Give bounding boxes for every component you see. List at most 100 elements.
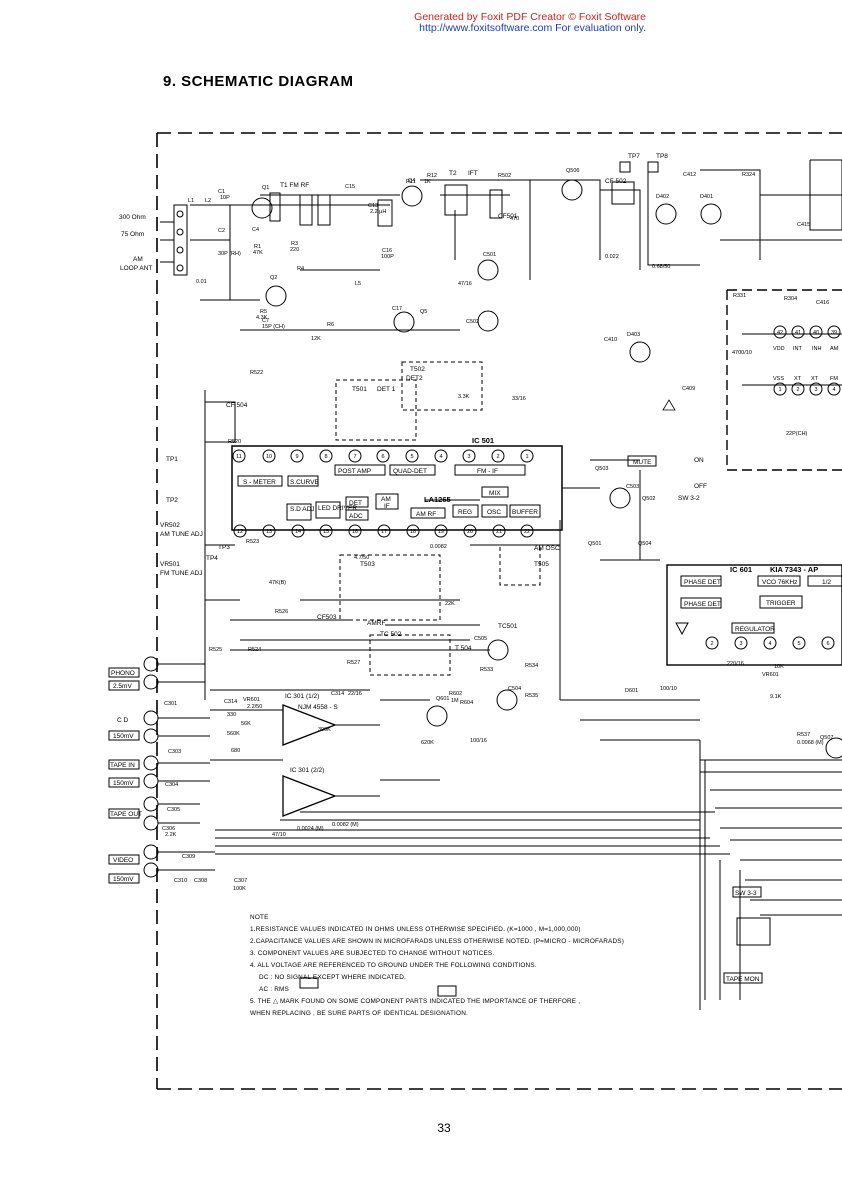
- schematic-label: 4: [768, 641, 771, 647]
- ic501-part: LA1265: [424, 495, 451, 504]
- phono-label-box: [108, 667, 140, 678]
- schematic-label: R526: [275, 609, 288, 615]
- ic601-part: KIA 7343 - AP: [770, 565, 818, 574]
- t501-label: T501: [352, 386, 367, 393]
- schematic-label: R602: [449, 691, 462, 697]
- schematic-label: 5: [797, 641, 800, 647]
- pll-int: INT: [793, 346, 803, 352]
- pll-vdd: VDD: [773, 346, 785, 352]
- ic501-block-sd-adj: S.D ADJ: [290, 506, 315, 513]
- schematic-label: R534: [525, 663, 538, 669]
- tp1-label: TP1: [166, 456, 178, 463]
- schematic-label: C4: [252, 227, 259, 233]
- schematic-label: VR601: [762, 672, 779, 678]
- caution-triangle-icon: [662, 399, 676, 411]
- schematic-label: 2.2K: [165, 832, 177, 838]
- mute-label: MUTE: [633, 459, 652, 466]
- ic601-block-regulator: REGULATOR: [735, 626, 775, 633]
- on-label: ON: [694, 457, 704, 464]
- t505-label: T505: [534, 561, 549, 568]
- schematic-label: 0.0024 (M): [297, 826, 324, 832]
- schematic-label: 390K: [318, 727, 331, 733]
- schematic-label: 20: [467, 529, 473, 535]
- schematic-label: 14: [295, 529, 301, 535]
- schematic-label: 16: [352, 529, 358, 535]
- schematic-label: 47K: [253, 250, 263, 256]
- schematic-label: C301: [164, 701, 177, 707]
- schematic-label: R324: [742, 172, 755, 178]
- schematic-label: C2: [218, 228, 225, 234]
- schematic-label: 2: [796, 387, 799, 393]
- schematic-label: 22K: [445, 601, 455, 607]
- watermark-line-2: http://www.foxitsoftware.com For evaluat…: [419, 22, 646, 34]
- schematic-label: 0.0082: [430, 544, 447, 550]
- ic601-block-trigger: TRIGGER: [766, 600, 796, 607]
- fm-tune-adj-label: FM TUNE ADJ: [160, 570, 203, 577]
- ic501-block-am: AM: [381, 496, 391, 503]
- schematic-label: 2.2 µH: [370, 209, 386, 215]
- schematic-label: 22P(CH): [786, 431, 808, 437]
- schematic-label: 3: [739, 641, 742, 647]
- schematic-label: C314: [331, 691, 344, 697]
- transistor-q503: [477, 310, 499, 332]
- sw32-label: SW 3-2: [678, 495, 700, 502]
- transistor-q505: [496, 689, 518, 711]
- schematic-label: Q1: [262, 185, 269, 191]
- schematic-label: 100K: [233, 886, 246, 892]
- schematic-label: 2.2/50: [247, 704, 262, 710]
- ic601-body: [666, 564, 842, 666]
- t502-label: T502: [410, 366, 425, 373]
- schematic-label: 4700/10: [732, 350, 752, 356]
- schematic-label: L1: [188, 198, 194, 204]
- schematic-label: 560K: [227, 731, 240, 737]
- note-5a: 5. THE △ MARK FOUND ON SOME COMPONENT PA…: [250, 998, 581, 1005]
- ic501-block-reg: REG: [458, 509, 472, 516]
- ic501-block-led-driver: LED DRIVER: [318, 505, 357, 512]
- schematic-label: 56K: [241, 721, 251, 727]
- ic301-part: NJM 4558 - S: [298, 704, 338, 711]
- tp7-label: TP7: [628, 153, 640, 160]
- schematic-label: 3: [814, 387, 817, 393]
- schematic-label: 1M: [451, 698, 459, 704]
- schematic-label: L5: [355, 281, 361, 287]
- schematic-label: 33/16: [512, 396, 526, 402]
- schematic-label: 18: [410, 529, 416, 535]
- tp2-label: TP2: [166, 497, 178, 504]
- schematic-label: C502: [466, 319, 479, 325]
- schematic-label: 620K: [421, 740, 434, 746]
- phono-label: PHONO: [111, 670, 135, 677]
- schematic-label: 39: [831, 330, 837, 336]
- note-5b: WHEN REPLACING , BE SURE PARTS OF IDENTI…: [250, 1010, 468, 1017]
- schematic-label: C409: [682, 386, 695, 392]
- tape-in-level: 150mV: [113, 780, 134, 787]
- tape-in-label: TAPE IN: [110, 762, 135, 769]
- ic601-pins: [705, 636, 835, 650]
- schematic-label: 100/10: [660, 686, 677, 692]
- schematic-label: C308: [194, 878, 207, 884]
- ic501-block-post-amp: POST AMP: [338, 468, 371, 475]
- schematic-label: 22/16: [348, 691, 362, 697]
- cd-level: 150mV: [113, 733, 134, 740]
- schematic-label: 0.01: [196, 279, 207, 285]
- schematic-label: 0.0068 (M): [797, 740, 824, 746]
- ift-label: IFT: [468, 170, 478, 177]
- schematic-label: R533: [480, 667, 493, 673]
- video-level: 150mV: [113, 876, 134, 883]
- schematic-label: 100/16: [470, 738, 487, 744]
- schematic-label: R525: [209, 647, 222, 653]
- schematic-label: C412: [683, 172, 696, 178]
- schematic-label: 1: [525, 454, 528, 460]
- schematic-label: Q501: [588, 541, 601, 547]
- tape-mon-label: TAPE MON I: [726, 976, 763, 983]
- schematic-label: D402: [656, 194, 669, 200]
- schematic-label: 3.3K: [458, 394, 470, 400]
- tc502-label: TC 502: [380, 631, 402, 638]
- schematic-label: Q504: [638, 541, 651, 547]
- schematic-label: R527: [347, 660, 360, 666]
- ic501-block-am-rf: AM RF: [416, 511, 436, 518]
- page-number: 33: [437, 1121, 451, 1135]
- ic501-block-fm-if: FM - IF: [477, 468, 498, 475]
- t504-label: T 504: [455, 645, 472, 652]
- ic301b-opamp: [282, 775, 337, 817]
